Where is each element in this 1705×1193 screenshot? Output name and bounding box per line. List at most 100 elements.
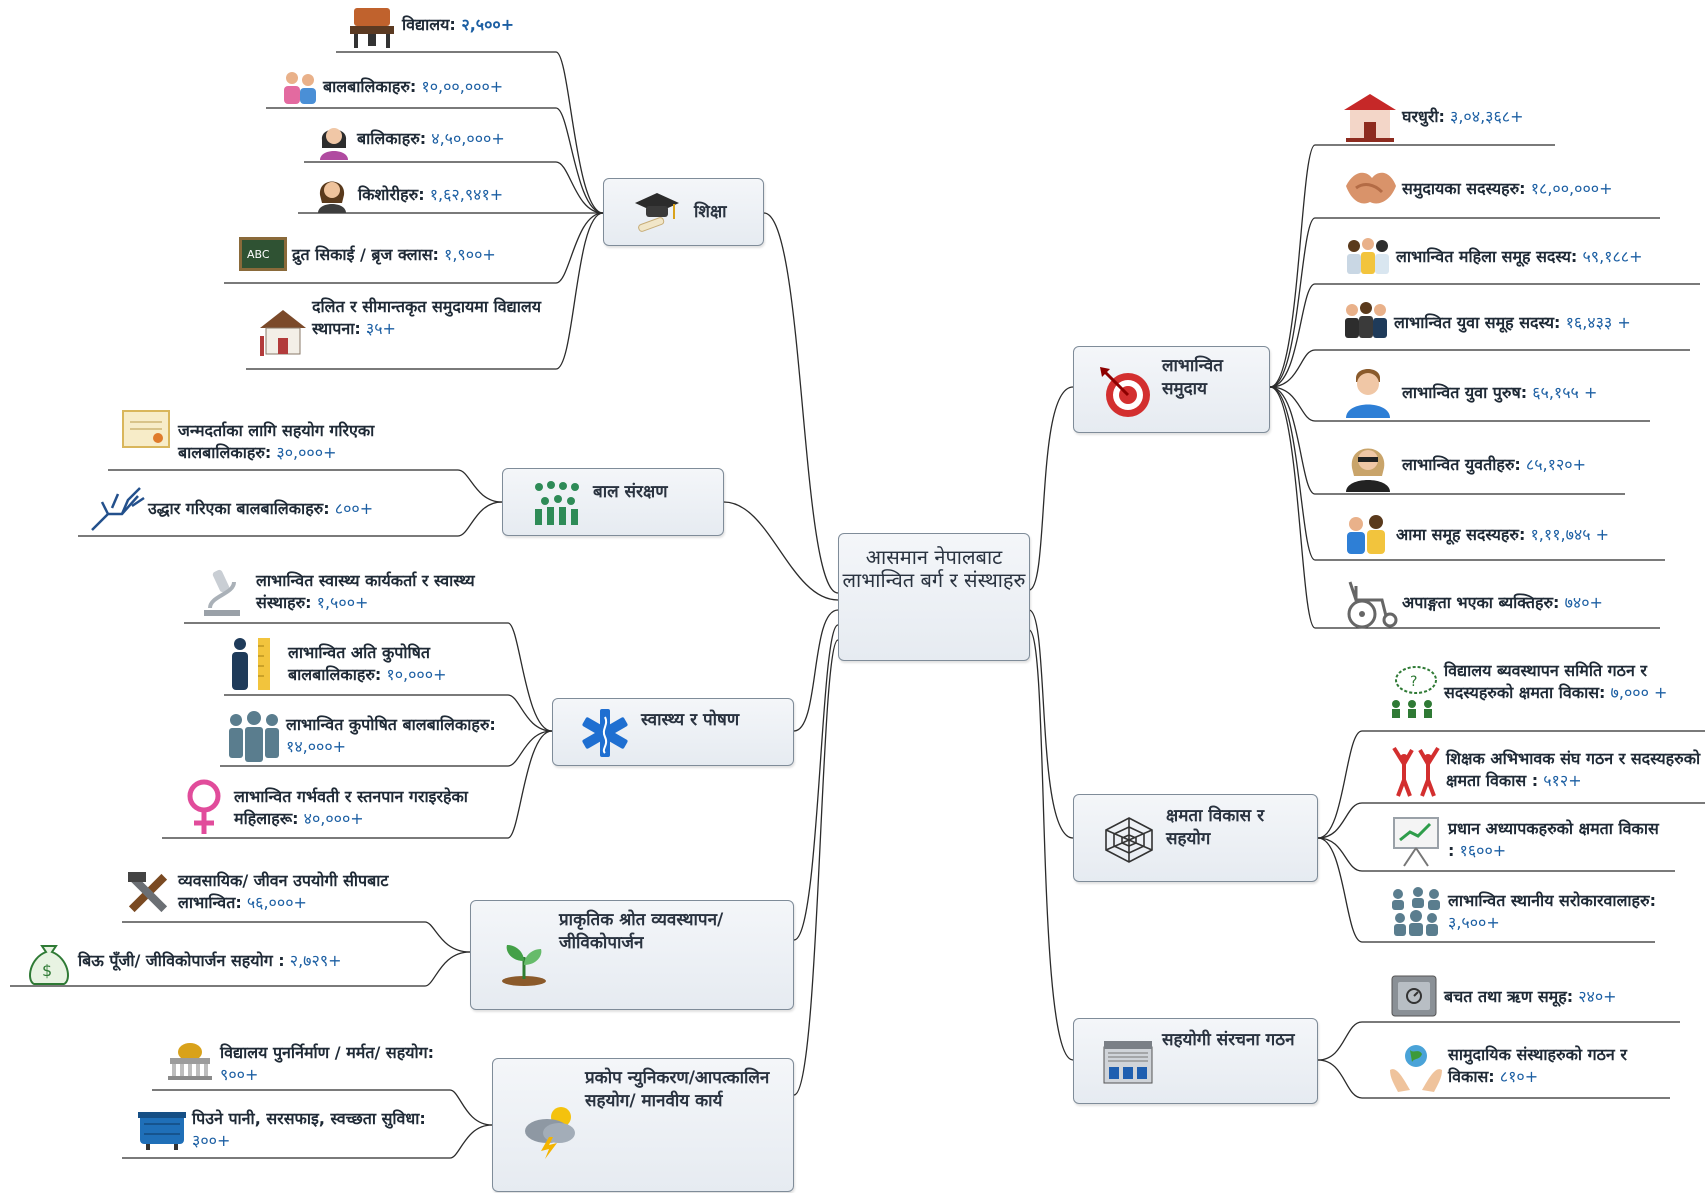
center-node[interactable]: आसमान नेपालबाट लाभान्वित बर्ग र संस्थाहर… (838, 533, 1030, 661)
leaf-value: १,६२,९४१+ (429, 185, 504, 204)
women-group-icon (1342, 236, 1394, 280)
house-icon (1342, 92, 1398, 148)
leaf-label: लाभान्वित युवा पुरुष: (1402, 383, 1528, 402)
globe-hands-icon (1388, 1040, 1444, 1098)
graduation-cap-icon (634, 189, 680, 242)
leaf-saving-groups: बचत तथा ऋण समूह: २४०+ (1444, 986, 1617, 1008)
leaf-headteacher-capacity: प्रधान अध्यापकहरुको क्षमता विकास : १६००+ (1448, 818, 1668, 862)
leaf-label: लाभान्वित अति कुपोषित बालबालिकाहरु: (288, 643, 430, 684)
leaf-label: अपाङ्गता भएका ब्यक्तिहरु: (1402, 593, 1560, 612)
money-bag-icon: $ (24, 936, 74, 992)
rescue-hand-icon (88, 484, 146, 538)
cheering-people-icon (1390, 744, 1442, 802)
stakeholders-icon (1388, 886, 1444, 942)
leaf-label: जन्मदर्ताका लागि सहयोग गरिएका बालबालिकाह… (178, 421, 375, 462)
leaf-label: समुदायका सदस्यहरु: (1402, 179, 1526, 198)
leaf-persons-with-disability: अपाङ्गता भएका ब्यक्तिहरु: ७४०+ (1402, 592, 1603, 614)
mothers-group-icon (1342, 512, 1394, 560)
microscope-icon (200, 568, 244, 624)
leaf-young-women: लाभान्वित युवतीहरु: ८५,१२०+ (1402, 454, 1586, 476)
svg-text:ABC: ABC (247, 248, 270, 261)
family-icon (226, 710, 282, 768)
leaf-label: दलित र सीमान्तकृत समुदायमा विद्यालय स्था… (312, 297, 541, 338)
branch-education-label: शिक्षा (694, 202, 727, 222)
leaf-label: विद्यालय ब्यवस्थापन समिति गठन र सदस्यहरु… (1444, 661, 1647, 702)
leaf-label: लाभान्वित स्थानीय सरोकारवालाहरु: (1448, 891, 1657, 910)
leaf-label: लाभान्वित युवतीहरु: (1402, 455, 1521, 474)
leaf-label: किशोरीहरु: (358, 185, 425, 204)
star-of-life-icon (579, 707, 631, 764)
children-icon (280, 68, 320, 110)
branch-natural-resources-label: प्राकृतिक श्रोत व्यवस्थापन/जीविकोपार्जन (559, 910, 724, 953)
network-web-icon (1102, 815, 1156, 870)
branch-natural-resources[interactable]: प्राकृतिक श्रोत व्यवस्थापन/जीविकोपार्जन (470, 900, 794, 1010)
leaf-value: ५९,१८८+ (1582, 247, 1643, 266)
leaf-label: घरधुरी: (1402, 107, 1445, 126)
presentation-board-icon (1390, 814, 1442, 872)
leaf-women-group-members: लाभान्वित महिला समूह सदस्य: ५९,१८८+ (1396, 246, 1643, 268)
leaf-label: व्यवसायिक/ जीवन उपयोगी सीपबाट लाभान्वित: (178, 871, 389, 912)
leaf-value: ४०,०००+ (303, 809, 364, 828)
leaf-label: पिउने पानी, सरसफाइ, स्वच्छता सुविधा: (192, 1109, 426, 1128)
branch-community[interactable]: लाभान्वित समुदाय (1073, 346, 1270, 433)
leaf-value: १४,०००+ (286, 737, 347, 756)
leaf-young-men: लाभान्वित युवा पुरुष: ६५,१५५ + (1402, 382, 1597, 404)
leaf-value: ४,५०,०००+ (431, 129, 505, 148)
leaf-label: लाभान्वित युवा समूह सदस्य: (1394, 313, 1561, 332)
leaf-value: ७४०+ (1564, 593, 1603, 612)
leaf-label: द्रुत सिकाई / ब्रृज क्लास: (292, 245, 439, 264)
chalkboard-icon: ABC (238, 236, 288, 276)
leaf-value: ३,०४,३६८+ (1450, 107, 1524, 126)
leaf-value: ७,००० + (1610, 683, 1668, 702)
leaf-value: ८१०+ (1499, 1067, 1539, 1086)
leaf-value: ३०,०००+ (276, 443, 337, 462)
leaf-value: २४०+ (1578, 987, 1617, 1006)
leaf-label: लाभान्वित महिला समूह सदस्य: (1396, 247, 1578, 266)
safe-icon (1390, 974, 1438, 1022)
center-title: आसमान नेपालबाट लाभान्वित बर्ग र संस्थाहर… (842, 545, 1026, 592)
storm-cloud-icon (521, 1103, 579, 1164)
leaf-pregnant-women: लाभान्वित गर्भवती र स्तनपान गराइरहेका मह… (234, 786, 514, 830)
young-woman-icon (1342, 438, 1394, 496)
leaf-value: ३५+ (365, 319, 396, 338)
leaf-new-schools: दलित र सीमान्तकृत समुदायमा विद्यालय स्था… (312, 296, 552, 340)
leaf-label: विद्यालय: (402, 15, 456, 34)
branch-capacity[interactable]: क्षमता विकास र सहयोग (1073, 794, 1318, 882)
building-icon (166, 1040, 214, 1084)
leaf-label: बालबालिकाहरु: (323, 77, 417, 96)
svg-text:?: ? (1410, 674, 1417, 690)
leaf-label: सामुदायिक संस्थाहरुको गठन र विकास: (1448, 1045, 1627, 1086)
leaf-value: ३००+ (192, 1131, 231, 1150)
branch-structures[interactable]: सहयोगी संरचना गठन (1073, 1018, 1318, 1104)
leaf-value: १८,००,०००+ (1530, 179, 1613, 198)
leaf-pta-capacity: शिक्षक अभिभावक संघ गठन र सदस्यहरुको क्षम… (1446, 748, 1704, 792)
branch-capacity-label: क्षमता विकास र सहयोग (1166, 806, 1265, 849)
leaf-value: १०,०००+ (386, 665, 447, 684)
leaf-adolescent-girls: किशोरीहरु: १,६२,९४१+ (358, 184, 503, 206)
height-measure-icon (226, 636, 274, 696)
branch-community-label: लाभान्वित समुदाय (1162, 356, 1223, 399)
female-symbol-icon (184, 778, 224, 840)
leaf-label: शिक्षक अभिभावक संघ गठन र सदस्यहरुको क्षम… (1446, 749, 1701, 790)
wheelchair-icon (1342, 576, 1400, 634)
branch-health[interactable]: स्वास्थ्य र पोषण (552, 698, 794, 766)
leaf-label: बालिकाहरु: (357, 129, 427, 148)
leaf-water-sanitation: पिउने पानी, सरसफाइ, स्वच्छता सुविधा: ३००… (192, 1108, 432, 1152)
leaf-label: विद्यालय पुनर्निर्माण / मर्मत/ सहयोग: (220, 1043, 435, 1062)
leaf-label: बचत तथा ऋण समूह: (1444, 987, 1574, 1006)
leaf-value: १,११,७४५ + (1530, 525, 1610, 544)
branch-disaster[interactable]: प्रकोप न्युनिकरण/आपत्कालिन सहयोग/ मानवीय… (492, 1058, 794, 1192)
leaf-label: बिऊ पूँजी/ जीविकोपार्जन सहयोग : (78, 951, 285, 970)
leaf-seed-capital: बिऊ पूँजी/ जीविकोपार्जन सहयोग : २,७२९+ (78, 950, 342, 972)
leaf-value: ८००+ (334, 499, 374, 518)
seedling-icon (499, 937, 549, 992)
leaf-community-members: समुदायका सदस्यहरु: १८,००,०००+ (1402, 178, 1613, 200)
branch-child-protection[interactable]: बाल संरक्षण (502, 468, 724, 536)
leaf-value: ३,५००+ (1448, 913, 1500, 932)
leaf-schools: विद्यालय: २,५००+ (402, 14, 514, 36)
leaf-children: बालबालिकाहरु: १०,००,०००+ (323, 76, 503, 98)
leaf-value: १६००+ (1459, 841, 1507, 860)
leaf-value: २,७२९+ (289, 951, 342, 970)
branch-education[interactable]: शिक्षा (603, 178, 764, 246)
